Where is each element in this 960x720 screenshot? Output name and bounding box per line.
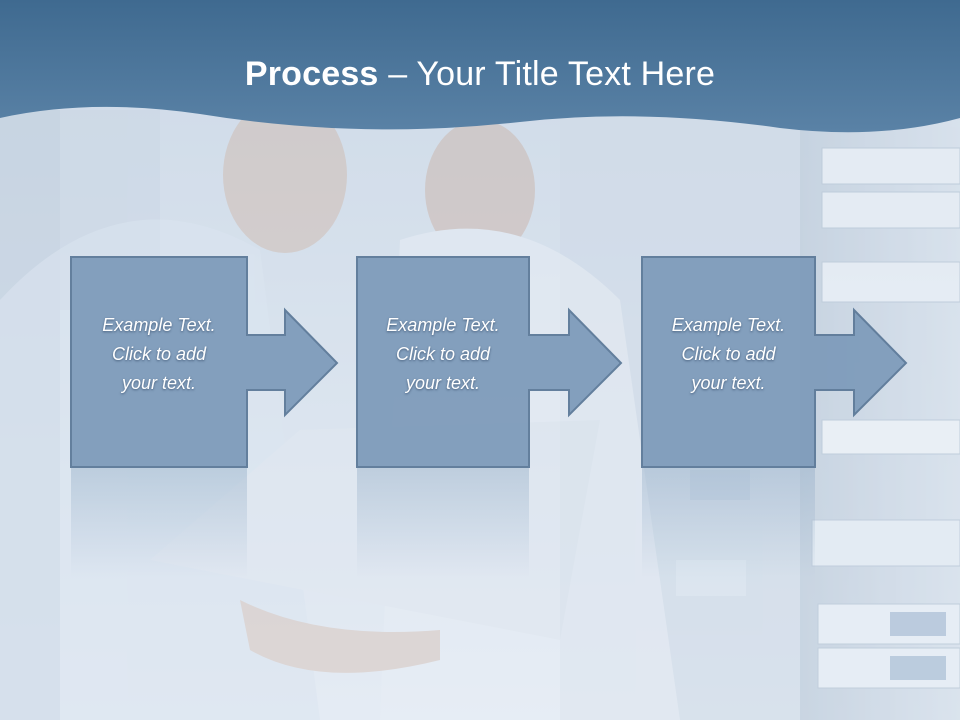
step-shape-3 <box>641 256 908 468</box>
title-bold: Process <box>244 55 379 93</box>
header-band <box>0 0 960 133</box>
step-reflection-3 <box>642 468 815 578</box>
process-step-1[interactable]: Example Text. Click to add your text. <box>70 256 339 468</box>
process-step-2[interactable]: Example Text. Click to add your text. <box>356 256 623 468</box>
step-reflection-2 <box>357 468 529 578</box>
step-text-2: Example Text. Click to add your text. <box>386 315 500 393</box>
process-step-3[interactable]: Example Text. Click to add your text. <box>641 256 908 468</box>
step-shape-2 <box>356 256 623 468</box>
step-reflection-1 <box>71 468 247 578</box>
slide-title[interactable]: Process – Your Title Text Here <box>0 52 960 96</box>
step-text-3: Example Text. Click to add your text. <box>671 315 786 393</box>
step-shape-1 <box>70 256 339 468</box>
step-text-1: Example Text. Click to add your text. <box>102 315 216 393</box>
server-rack-right <box>800 120 960 720</box>
title-rest: – Your Title Text Here <box>378 55 716 93</box>
